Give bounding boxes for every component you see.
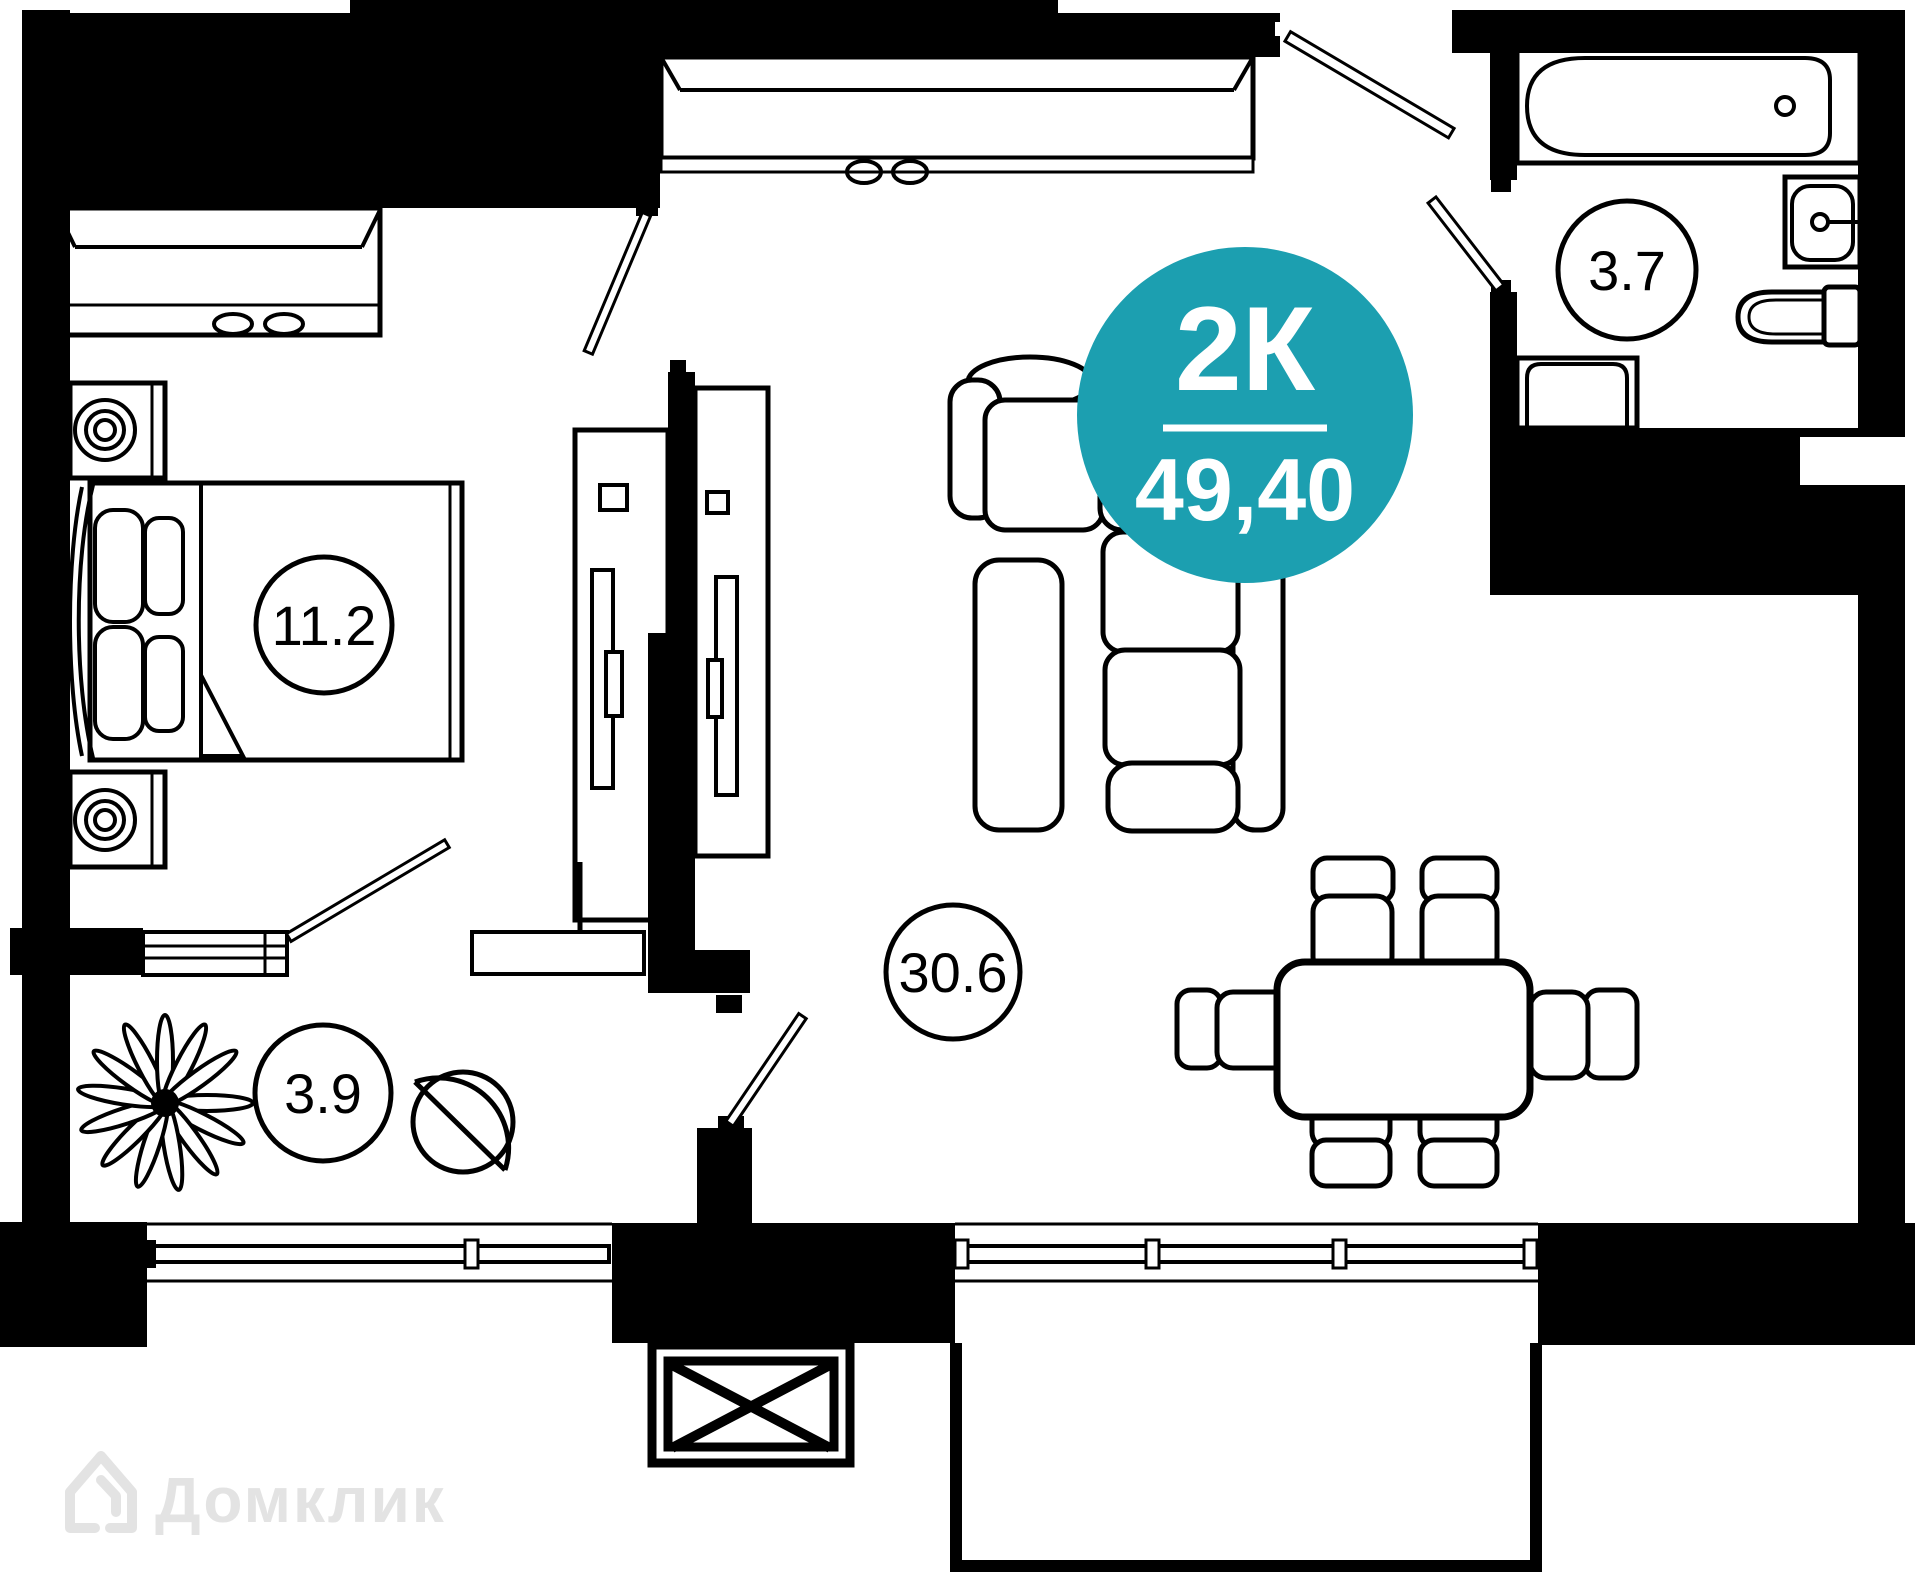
room-label-hallway: 3.9	[252, 1022, 394, 1164]
wall-top-right-band	[1452, 10, 1905, 53]
badge-rooms-label: 2К	[1175, 282, 1316, 416]
badge-circle	[1077, 247, 1413, 583]
window-band-left	[143, 1222, 612, 1283]
ventilation-shaft	[647, 1340, 855, 1468]
bedroom-partition-door-leaf	[284, 837, 452, 944]
entry-door-leaf	[1282, 29, 1457, 140]
wall-hall-stub	[697, 1128, 752, 1228]
room-label-living-room-value: 30.6	[899, 941, 1008, 1004]
wall-right-upper	[1858, 10, 1905, 437]
watermark: Домклик	[65, 1451, 446, 1536]
wall-top-band-right	[1058, 13, 1280, 57]
blanket-fold	[199, 674, 247, 758]
wall-right-lower	[1858, 485, 1905, 1223]
room-label-bedroom: 11.2	[253, 554, 395, 696]
bathroom-door-leaf	[1425, 194, 1506, 293]
window-band-right	[953, 1222, 1539, 1283]
watermark-text: Домклик	[155, 1464, 446, 1536]
wall-left	[22, 10, 70, 1222]
hall-door-leaf	[723, 1011, 809, 1129]
terrace	[950, 1343, 1542, 1572]
tv-unit-living-side	[692, 385, 771, 859]
watermark-house-icon-fold	[96, 1475, 121, 1517]
room-label-bathroom-value: 3.7	[1588, 239, 1666, 302]
wall-notch	[1800, 437, 1860, 485]
dining-chair-right	[1527, 987, 1640, 1081]
decor-vase	[410, 1069, 516, 1175]
wall-left-pier	[10, 928, 143, 975]
doors	[284, 22, 1511, 1129]
nightstand-bottom	[67, 769, 168, 870]
bathtub	[1514, 45, 1863, 166]
dining-set	[1174, 855, 1640, 1189]
dining-chair-left	[1174, 987, 1293, 1071]
wall-bathroom-bottom	[1490, 428, 1860, 595]
dining-table	[1273, 958, 1534, 1121]
wall-tv-partition	[668, 372, 695, 952]
entry-door-jamb	[1440, 22, 1450, 36]
dining-chair-top-2	[1419, 855, 1500, 976]
wall-tv-partition-widening	[648, 633, 668, 953]
room-label-bathroom: 3.7	[1555, 198, 1699, 342]
sink	[1782, 174, 1863, 270]
wall-bathroom-stub	[1490, 53, 1517, 180]
entry-door-hinge	[1275, 22, 1287, 36]
room-label-bedroom-value: 11.2	[272, 594, 377, 657]
dining-chair-top-1	[1310, 855, 1396, 976]
nightstand-top	[67, 380, 168, 481]
plant	[76, 1013, 255, 1192]
bedroom-door-leaf	[582, 210, 653, 357]
wall-bottom-right	[1538, 1223, 1915, 1345]
watermark-house-icon	[65, 1451, 137, 1533]
wall-hall-piece	[648, 950, 750, 993]
room-label-living-room: 30.6	[883, 902, 1023, 1042]
bedroom-partition	[141, 862, 646, 977]
walls	[0, 0, 1915, 1347]
toilet	[1735, 284, 1863, 348]
bedroom-wardrobe	[54, 205, 383, 338]
wall-bottom-left-block	[0, 1222, 147, 1347]
hall-wardrobe	[658, 54, 1256, 185]
wall-tv-partition-cap	[670, 360, 686, 372]
bathtub-drain	[1774, 95, 1796, 117]
wall-bathroom-left	[1490, 292, 1517, 428]
badge-area-value: 49,40	[1135, 440, 1355, 539]
apartment-badge: 2К 49,40	[1077, 247, 1413, 583]
room-label-hallway-value: 3.9	[284, 1062, 362, 1125]
washing-machine	[1514, 355, 1640, 431]
corner-sofa	[947, 354, 1286, 834]
wall-bottom-center	[612, 1223, 955, 1343]
wall-top-band	[350, 0, 1058, 57]
